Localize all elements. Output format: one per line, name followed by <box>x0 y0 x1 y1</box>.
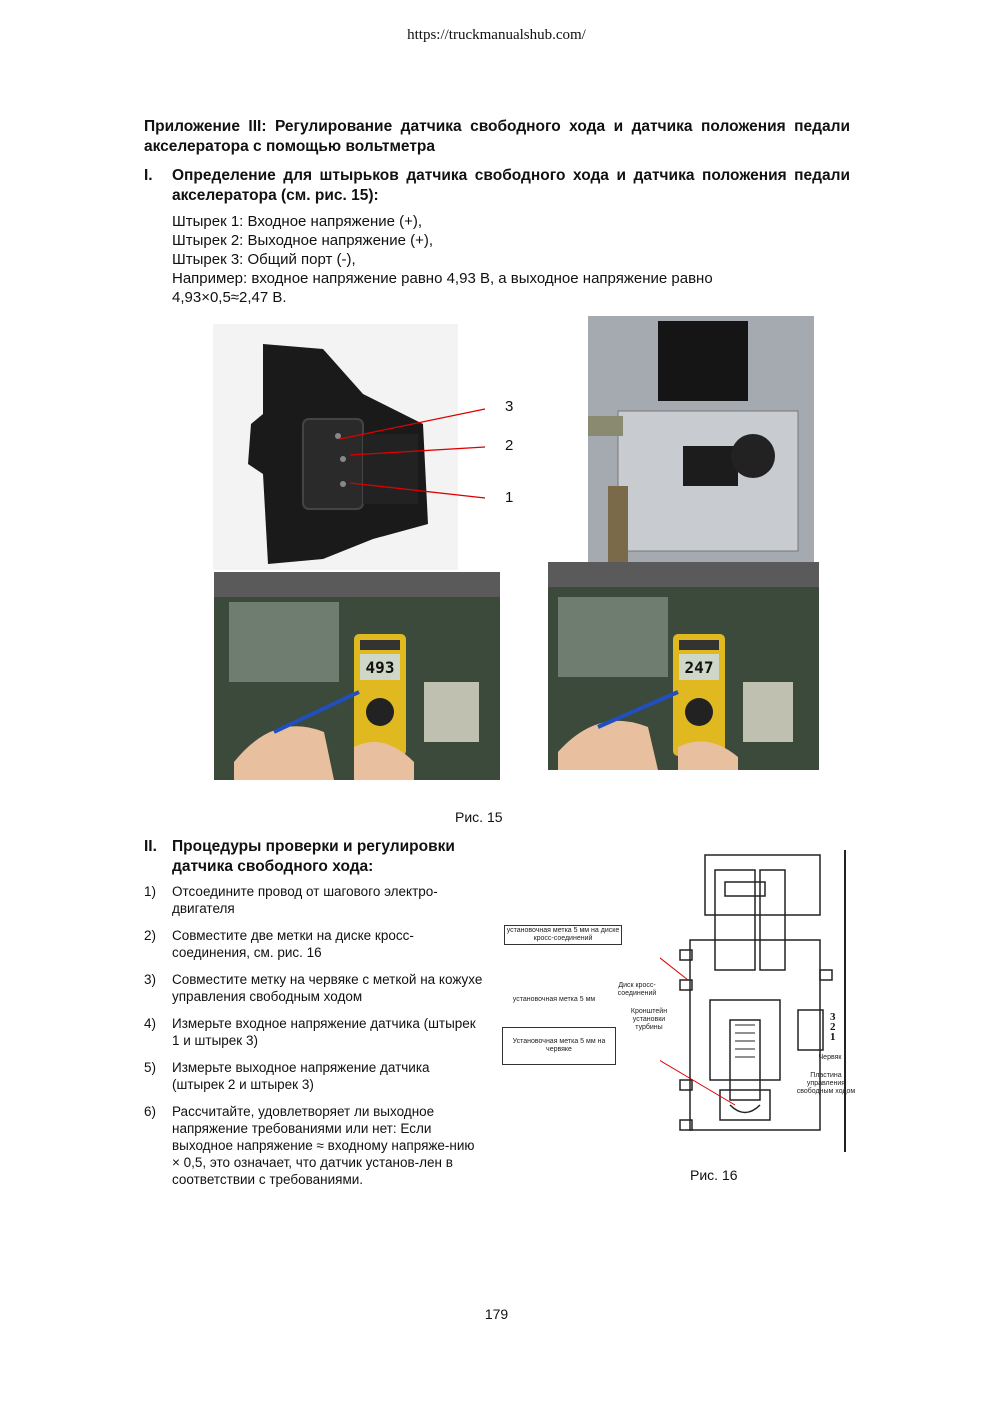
label-disk: Диск кросс-соединений <box>617 982 657 997</box>
drawing-pin-numbers: 3 2 1 <box>830 1011 836 1043</box>
page-number: 179 <box>484 1306 509 1322</box>
label-plate: Пластина управления свободным ходом <box>796 1072 856 1095</box>
figure15-caption: Рис. 15 <box>455 809 503 825</box>
meter-reading-output: 247 <box>684 658 714 677</box>
sensor-connector-photo <box>213 324 458 570</box>
step-text: Рассчитайте, удовлетворяет ли выходное н… <box>172 1104 475 1187</box>
example-line: 4,93×0,5≈2,47 В. <box>172 289 287 306</box>
step-number: 4) <box>144 1016 157 1031</box>
step-text: Отсоедините провод от шагового электро-д… <box>172 884 438 916</box>
drawing-pin-2: 2 <box>830 1021 836 1033</box>
section1-number: I. <box>144 167 153 184</box>
procedure-steps: 1) Отсоедините провод от шагового электро… <box>144 883 484 1198</box>
pin-line: Штырек 1: Входное напряжение (+), <box>172 213 423 230</box>
step-number: 5) <box>144 1060 157 1075</box>
figure16-caption: Рис. 16 <box>690 1167 738 1183</box>
label-worm: Червяк <box>818 1054 842 1061</box>
step-item: 2) Совместите две метки на диске кросс-со… <box>144 927 484 961</box>
step-text: Измерьте входное напряжение датчика (шты… <box>172 1016 476 1048</box>
step-number: 1) <box>144 884 157 899</box>
pin-line: Штырек 3: Общий порт (-), <box>172 251 356 268</box>
pin-label-3: 3 <box>505 398 514 415</box>
example-line: Например: входное напряжение равно 4,93 … <box>172 270 713 287</box>
step-number: 3) <box>144 972 157 987</box>
label-worm-mark: Установочная метка 5 мм на червяке <box>512 1038 606 1053</box>
idle-control-drawing <box>660 850 846 1152</box>
pin-leader-lines <box>339 408 486 499</box>
step-text: Совместите метку на червяке с меткой на … <box>172 972 483 1004</box>
step-item: 4) Измерьте входное напряжение датчика (ш… <box>144 1015 484 1049</box>
pin-definitions: Штырек 1: Входное напряжение (+), Штырек… <box>172 212 852 307</box>
pump-sensor-photo <box>588 316 814 562</box>
label-box-worm-mark: Установочная метка 5 мм на червяке <box>502 1027 616 1065</box>
step-number: 2) <box>144 928 157 943</box>
step-item: 1) Отсоедините провод от шагового электро… <box>144 883 484 917</box>
label-5mm-mark: установочная метка 5 мм <box>512 996 596 1003</box>
step-item: 5) Измерьте выходное напряжение датчика (… <box>144 1059 484 1093</box>
multimeter-input-photo: 493 <box>214 572 500 780</box>
step-item: 6) Рассчитайте, удовлетворяет ли выходное… <box>144 1103 484 1188</box>
step-text: Измерьте выходное напряжение датчика (шт… <box>172 1060 430 1092</box>
section2-title: Процедуры проверки и регулировки датчика… <box>172 838 455 875</box>
meter-reading-input: 493 <box>365 658 395 677</box>
label-box-disk-mark: установочная метка 5 мм на диске кросс-с… <box>504 925 622 945</box>
appendix-title: Приложение III: Регулирование датчика св… <box>144 118 850 155</box>
header-url: https://truckmanualshub.com/ <box>407 27 586 43</box>
drawing-pin-3: 3 <box>830 1011 836 1023</box>
multimeter-output-photo: 247 <box>548 562 819 770</box>
pin-label-1: 1 <box>505 489 514 506</box>
label-disk-mark: установочная метка 5 мм на диске кросс-с… <box>506 927 620 942</box>
pin-label-2: 2 <box>505 437 514 454</box>
step-item: 3) Совместите метку на червяке с меткой н… <box>144 971 484 1005</box>
step-number: 6) <box>144 1104 157 1119</box>
pin-line: Штырек 2: Выходное напряжение (+), <box>172 232 434 249</box>
step-text: Совместите две метки на диске кросс-соед… <box>172 928 414 960</box>
section1-title: Определение для штырьков датчика свободн… <box>172 167 850 204</box>
label-bracket: Кронштейн установки турбины <box>630 1008 668 1031</box>
section2-number: II. <box>144 838 157 855</box>
drawing-pin-1: 1 <box>830 1031 836 1043</box>
